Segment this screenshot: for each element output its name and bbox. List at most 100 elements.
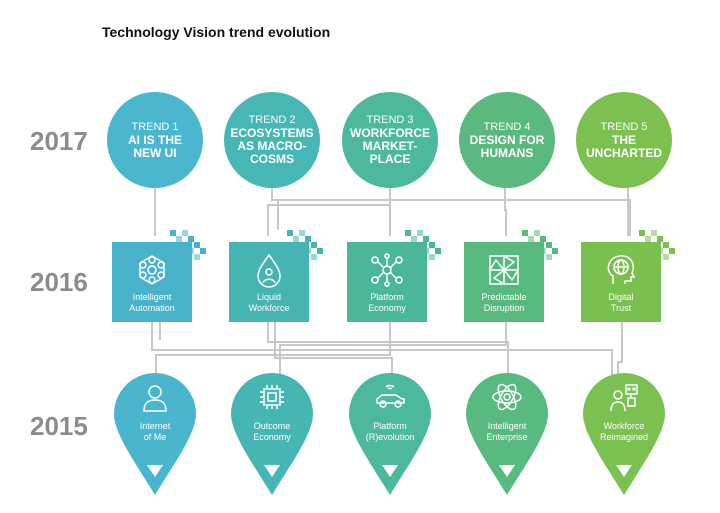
pixel-square — [305, 236, 311, 242]
trend-2016-tile: Predictable Disruption — [464, 242, 544, 322]
pixel-square — [528, 236, 534, 242]
trend-2015-pin: Workforce Reimagined — [583, 373, 665, 495]
trend-number: TREND 2 — [248, 114, 296, 126]
trend-number: TREND 5 — [600, 120, 648, 133]
pixel-square — [651, 230, 657, 236]
trend-2015-pin: Platform (R)evolution — [349, 373, 431, 495]
pixel-square — [311, 254, 317, 260]
pixel-square — [311, 242, 317, 248]
pixel-square — [287, 242, 293, 248]
trend-2016-tile: Platform Economy — [347, 242, 427, 322]
pixel-square — [287, 230, 293, 236]
trend-label: Intelligent Enterprise — [486, 421, 528, 442]
pixel-square — [534, 230, 540, 236]
pixel-square — [299, 254, 305, 260]
pixel-square — [405, 242, 411, 248]
pixel-square — [669, 248, 675, 254]
trend-name: WORKFORCE MARKET- PLACE — [350, 126, 430, 166]
pixel-square — [534, 254, 540, 260]
pin-shape — [583, 373, 665, 495]
trend-name: ECOSYSTEMS AS MACRO- COSMS — [230, 126, 314, 166]
pixel-square — [188, 236, 194, 242]
network-nodes-icon — [371, 253, 403, 287]
pixel-square — [317, 248, 323, 254]
year-label-2015: 2015 — [30, 411, 88, 441]
hexagon-network-icon — [139, 255, 165, 285]
pixel-square — [182, 254, 188, 260]
year-label-2017: 2017 — [30, 126, 88, 156]
pixel-square — [522, 230, 528, 236]
trend-name: THE UNCHARTED — [586, 132, 662, 160]
pixel-square — [194, 242, 200, 248]
trend-2016-tile: Intelligent Automation — [112, 242, 192, 322]
pixel-square — [639, 230, 645, 236]
pixel-square — [429, 254, 435, 260]
pixel-square — [657, 236, 663, 242]
trend-label: Intelligent Automation — [129, 292, 175, 313]
pixel-square — [405, 230, 411, 236]
pixel-square — [663, 254, 669, 260]
pixel-square — [639, 242, 645, 248]
trend-number: TREND 1 — [131, 120, 179, 133]
pixel-square — [546, 254, 552, 260]
pixel-square — [540, 248, 546, 254]
trend-number: TREND 3 — [366, 114, 414, 126]
trend-label: Outcome Economy — [253, 421, 291, 442]
pixel-square — [417, 254, 423, 260]
trend-label: Internet of Me — [139, 421, 171, 442]
pixel-square — [645, 248, 651, 254]
pixel-square — [293, 236, 299, 242]
trend-number: TREND 4 — [483, 120, 531, 133]
pixel-square — [293, 248, 299, 254]
pixel-square — [411, 236, 417, 242]
trend-name: DESIGN FOR HUMANS — [469, 132, 545, 160]
head-globe-icon — [607, 255, 636, 284]
trend-2017-circle: TREND 2 ECOSYSTEMS AS MACRO- COSMS — [224, 92, 320, 188]
pixel-square — [429, 242, 435, 248]
pinwheel-icon — [488, 254, 520, 286]
person-icon — [143, 385, 167, 412]
pixel-square — [552, 248, 558, 254]
pin-shape — [466, 373, 548, 495]
trend-2017-circle: TREND 1 AI IS THE NEW UI — [107, 92, 203, 188]
pixel-square — [176, 248, 182, 254]
trend-label: Platform (R)evolution — [365, 421, 415, 442]
trend-label: Platform Economy — [368, 292, 406, 313]
pixel-square — [651, 242, 657, 248]
pixel-square — [182, 242, 188, 248]
chip-icon — [260, 385, 284, 409]
trend-label: Workforce Reimagined — [599, 421, 649, 442]
trend-2016-tile: Digital Trust — [581, 242, 661, 322]
pixel-square — [423, 248, 429, 254]
pin-shape — [114, 373, 196, 495]
year-label-2016: 2016 — [30, 267, 88, 297]
pixel-square — [534, 242, 540, 248]
pixel-square — [188, 248, 194, 254]
pixel-square — [540, 236, 546, 242]
pixel-square — [305, 248, 311, 254]
pixel-square — [645, 236, 651, 242]
trend-label: Predictable Disruption — [481, 292, 527, 313]
trend-2017-circle: TREND 4 DESIGN FOR HUMANS — [459, 92, 555, 188]
page-title: Technology Vision trend evolution — [102, 24, 331, 40]
pixel-square — [435, 248, 441, 254]
person-robot-icon — [610, 384, 638, 412]
droplet-person-icon — [257, 253, 281, 288]
pixel-square — [411, 248, 417, 254]
trend-2017-circle: TREND 5 THE UNCHARTED — [576, 92, 672, 188]
pin-shape — [231, 373, 313, 495]
pixel-square — [176, 236, 182, 242]
pixel-square — [657, 248, 663, 254]
pixel-square — [522, 242, 528, 248]
pixel-square — [182, 230, 188, 236]
trend-label: Digital Trust — [608, 292, 634, 313]
pixel-square — [651, 254, 657, 260]
pixel-square — [417, 242, 423, 248]
trend-name: AI IS THE NEW UI — [127, 132, 182, 160]
atom-brain-icon — [492, 383, 522, 411]
trend-2015-pin: Outcome Economy — [231, 373, 313, 495]
pixel-square — [663, 242, 669, 248]
pixel-square — [417, 230, 423, 236]
pixel-square — [528, 248, 534, 254]
